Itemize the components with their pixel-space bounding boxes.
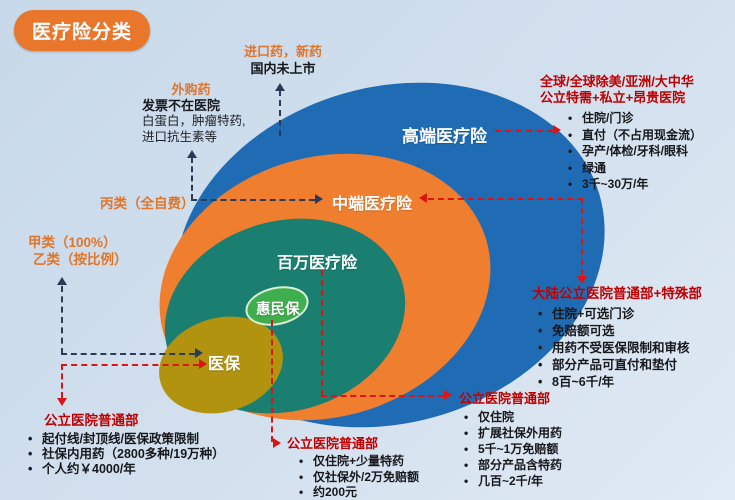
connector-huiminbao-arrow-right [273,438,281,448]
bullet-item: 扩展社保外用药 [462,425,619,441]
connector-class-c-arrow-up [187,150,197,158]
bullet-item: 社保内用药（2800多种/19万种） [26,447,225,462]
connector-class-c-arrow-right [315,194,323,204]
panel-high-end: 全球/全球除美/亚洲/大中华 公立特需+私立+昂贵医院 住院/门诊 直付（不占用… [540,74,735,193]
ring-label-huiminbao: 惠民保 [256,302,300,318]
bullet-item: 用药不受医保限制和审核 [536,340,732,357]
bullet-item: 仅住院+少量特药 [297,454,452,470]
panel-mid-end-title: 大陆公立医院普通部+特殊部 [532,286,702,301]
ring-label-zhongduan: 中端医疗险 [332,196,413,213]
panel-high-end-bullets: 住院/门诊 直付（不占用现金流） 孕产/体检/牙科/眼科 绿通 3千~30万/年 [566,110,735,193]
connector-zhongduan-vline [581,198,583,275]
bullet-item: 仅住院 [462,409,619,425]
external-drugs-title: 外购药 [171,82,211,97]
panel-million: 公立医院普通部 仅住院 扩展社保外用药 5千~1万免赔额 部分产品含特药 几百~… [459,391,619,489]
label-class-b: 乙类（按比例） [33,252,128,267]
connector-baiwan-arrow-right [444,390,452,400]
connector-baiwan-vline [321,270,323,396]
connector-zhongduan-arrow-left [419,193,427,203]
connector-yibao-arrow-right [199,359,207,369]
external-drugs-line2: 白蛋白，肿瘤特药, [142,114,246,128]
panel-huiminbao-bullets: 仅住院+少量特药 仅社保外/2万免赔额 约200元 [297,454,452,500]
bullet-item: 部分产品含特药 [462,457,619,473]
connector-huiminbao-vline [271,320,273,442]
bullet-item: 免赔额可选 [536,323,732,340]
bullet-item: 3千~30万/年 [566,176,735,193]
external-drugs-line3: 进口抗生素等 [142,129,218,144]
bullet-item: 仅社保外/2万免赔额 [297,470,452,486]
page-title: 医疗险分类 [14,10,151,51]
panel-high-end-title2: 公立特需+私立+昂贵医院 [540,90,686,105]
connector-gaoduan-arrow-right [553,125,561,135]
ring-label-yibao: 医保 [208,356,241,373]
connector-class-ab-arrow-up [57,277,67,285]
connector-class-ab-hline [61,353,195,355]
bullet-item: 约200元 [297,485,452,500]
panel-yibao-title: 公立医院普通部 [44,413,139,428]
label-class-a: 甲类（100%） [28,235,117,250]
connector-zhongduan-hline [428,198,583,200]
connector-class-c-hline [191,199,315,201]
bullet-item: 住院+可选门诊 [536,306,732,323]
panel-yibao: 公立医院普通部 起付线/封顶线/医保政策限制 社保内用药（2800多种/19万种… [26,413,225,477]
connector-baiwan-hline [321,395,444,397]
import-drugs-line1: 进口药，新药 [243,44,322,59]
bullet-item: 住院/门诊 [566,110,735,127]
annotation-import-drugs: 进口药，新药 国内未上市 [228,43,338,77]
connector-class-c-vline [191,157,193,200]
panel-huiminbao: 公立医院普通部 仅住院+少量特药 仅社保外/2万免赔额 约200元 [287,436,452,500]
bullet-item: 直付（不占用现金流） [566,127,735,144]
panel-yibao-bullets: 起付线/封顶线/医保政策限制 社保内用药（2800多种/19万种） 个人约￥40… [26,432,225,477]
bullet-item: 孕产/体检/牙科/眼科 [566,143,735,160]
bullet-item: 起付线/封顶线/医保政策限制 [26,432,211,447]
label-class-c: 丙类（全自费） [100,196,195,211]
connector-gaoduan-hline [495,130,553,132]
connector-class-ab-vline [61,286,63,354]
ring-label-baiwan: 百万医疗险 [277,255,358,272]
connector-import-drugs-line [279,90,281,136]
annotation-external-drugs: 外购药 发票不在医院 白蛋白，肿瘤特药, 进口抗生素等 [142,82,246,145]
bullet-item: 部分产品可直付和垫付 [536,357,732,374]
connector-import-drugs-arrow-up [275,83,285,91]
bullet-item: 个人约￥4000/年 [26,462,211,477]
panel-mid-end: 大陆公立医院普通部+特殊部 住院+可选门诊 免赔额可选 用药不受医保限制和审核 … [532,286,732,391]
bullet-item: 几百~2千/年 [462,473,619,489]
bullet-item: 绿通 [566,160,735,177]
bullet-item: 8百~6千/年 [536,374,732,391]
bullet-item: 5千~1万免赔额 [462,441,619,457]
panel-mid-end-bullets: 住院+可选门诊 免赔额可选 用药不受医保限制和审核 部分产品可直付和垫付 8百~… [536,306,732,391]
connector-yibao-hline [61,364,199,366]
import-drugs-line2: 国内未上市 [250,61,316,76]
panel-million-title: 公立医院普通部 [459,391,551,406]
ring-label-gaoduan: 高端医疗险 [402,127,487,146]
external-drugs-line1: 发票不在医院 [142,98,221,113]
connector-yibao-vline [61,364,63,398]
panel-huiminbao-title: 公立医院普通部 [287,436,379,451]
connector-zhongduan-arrow-down [577,276,587,284]
panel-high-end-title1: 全球/全球除美/亚洲/大中华 [540,74,694,89]
connector-yibao-arrow-down [57,398,67,406]
panel-million-bullets: 仅住院 扩展社保外用药 5千~1万免赔额 部分产品含特药 几百~2千/年 [462,409,619,489]
connector-class-ab-arrow-right [195,348,203,358]
